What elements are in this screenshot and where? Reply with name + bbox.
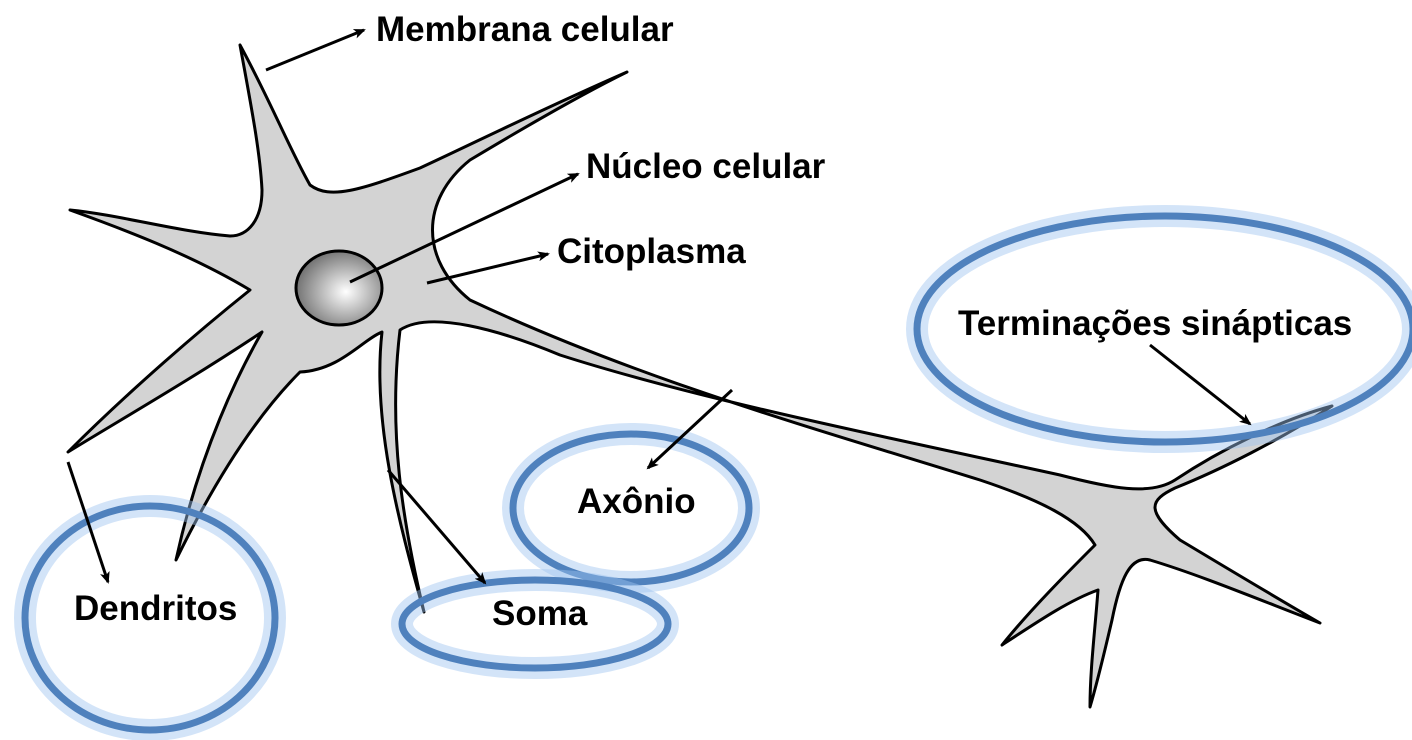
- nucleus: [296, 251, 382, 325]
- cytoplasm-arrow: [427, 254, 548, 283]
- cytoplasm-label: Citoplasma: [557, 232, 746, 271]
- membrane-arrow: [266, 30, 364, 70]
- synaptic-terminals-arrow: [1150, 345, 1250, 424]
- synaptic-terminals-label: Terminações sinápticas: [958, 304, 1352, 343]
- nucleus-label: Núcleo celular: [586, 147, 826, 186]
- soma-label: Soma: [492, 594, 588, 633]
- neuron-cell-body: [68, 45, 1332, 707]
- dendrites-label: Dendritos: [74, 589, 237, 628]
- membrane-label: Membrana celular: [376, 10, 674, 49]
- axon-label: Axônio: [577, 482, 696, 521]
